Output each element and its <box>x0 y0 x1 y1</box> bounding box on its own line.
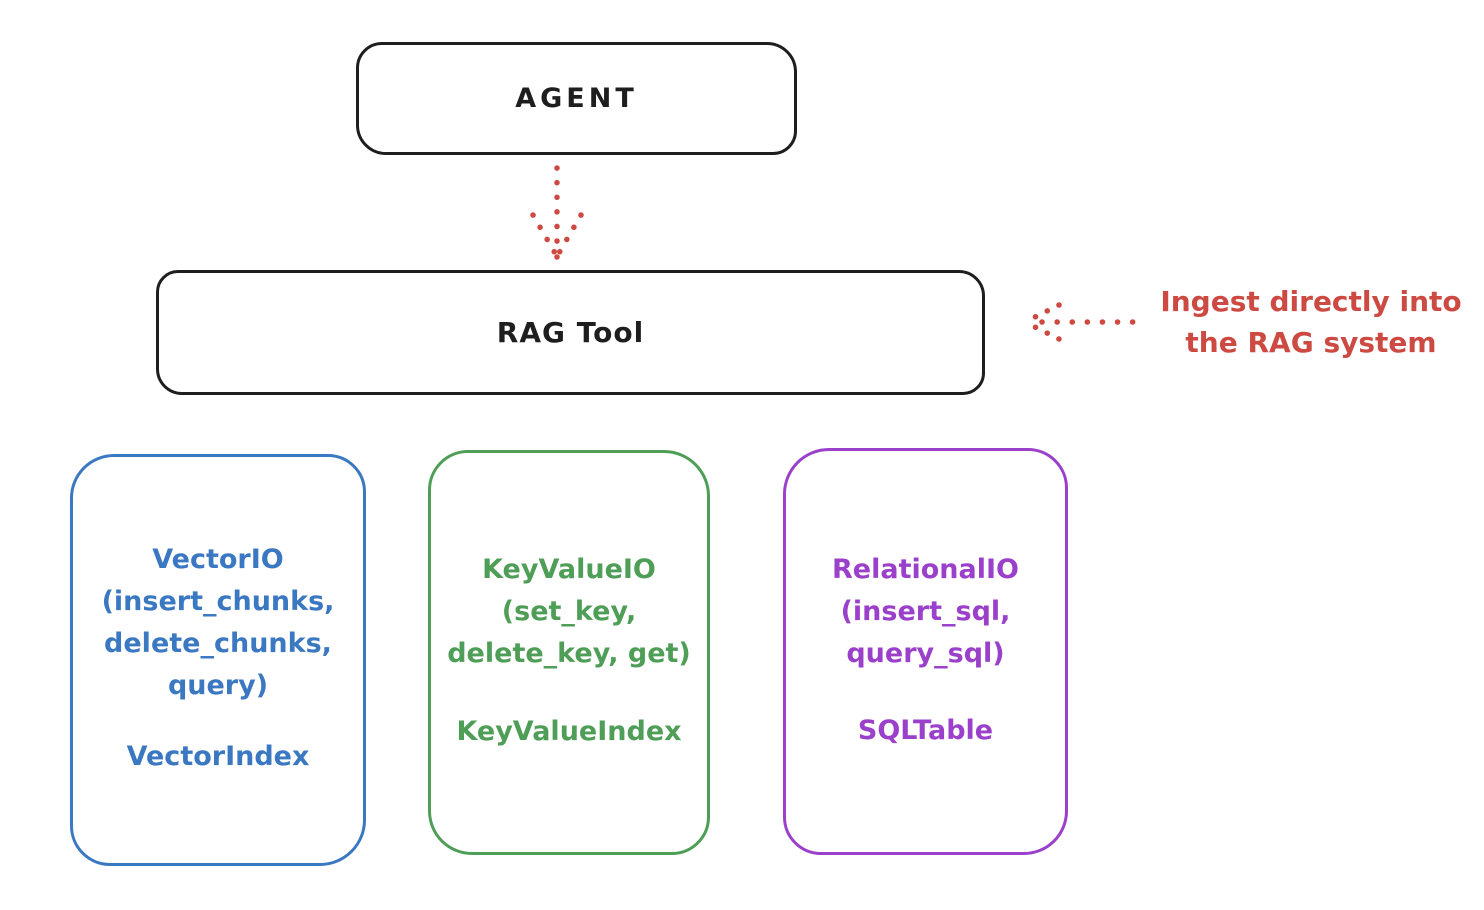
keyvalue-io-methods-line: delete_key, get) <box>447 638 691 669</box>
vector-index-label: VectorIndex <box>126 741 310 772</box>
agent-node: AGENT <box>356 42 797 155</box>
sql-table-label: SQLTable <box>857 715 994 746</box>
agent-to-ragtool-arrow <box>530 165 584 260</box>
ingest-annotation-line2: the RAG system <box>1185 326 1437 359</box>
annotation-to-ragtool-arrow <box>1022 302 1137 342</box>
ingest-annotation: Ingest directly into the RAG system <box>1138 281 1484 363</box>
keyvalue-io-node: KeyValueIO (set_key, delete_key, get) Ke… <box>428 450 710 855</box>
keyvalue-io-methods-line: (set_key, <box>501 596 637 627</box>
rag-tool-node: RAG Tool <box>156 270 985 395</box>
keyvalue-io-title-line: KeyValueIO <box>482 554 656 585</box>
vector-io-title-line: VectorIO <box>152 544 284 575</box>
relational-io-methods-line: (insert_sql, <box>840 596 1011 627</box>
agent-node-label: AGENT <box>515 83 638 114</box>
relational-io-node: RelationalIO (insert_sql, query_sql) SQL… <box>783 448 1068 855</box>
vector-io-methods-line: query) <box>167 670 269 701</box>
keyvalue-index-label: KeyValueIndex <box>456 716 682 747</box>
relational-io-title-line: RelationalIO <box>832 554 1019 585</box>
ingest-annotation-line1: Ingest directly into <box>1160 285 1462 318</box>
vector-io-node: VectorIO (insert_chunks, delete_chunks, … <box>70 454 366 866</box>
relational-io-methods-line: query_sql) <box>846 638 1005 669</box>
vector-io-methods-line: delete_chunks, <box>104 628 332 659</box>
rag-tool-node-label: RAG Tool <box>496 316 645 349</box>
vector-io-methods-line: (insert_chunks, <box>101 586 335 617</box>
